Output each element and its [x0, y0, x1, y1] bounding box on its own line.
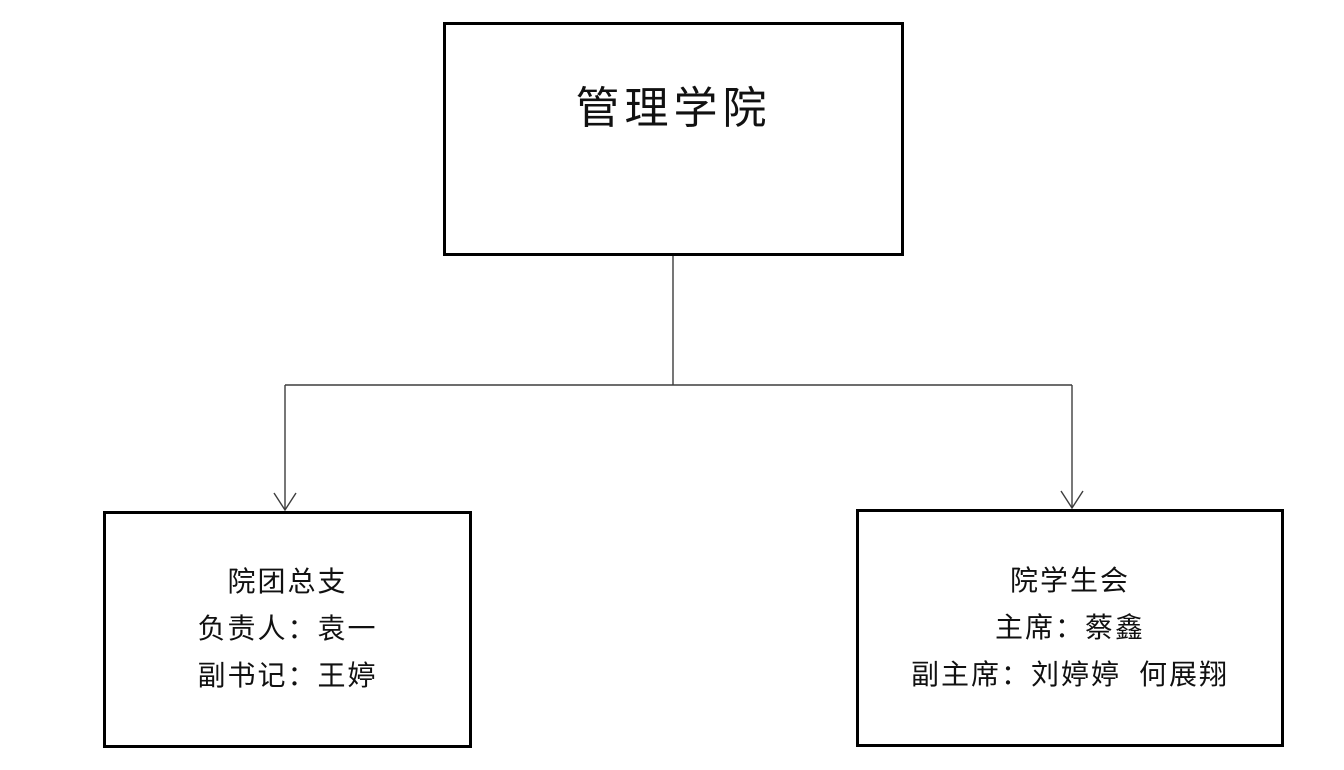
node-league-general-branch-leader: 负责人：袁一: [197, 614, 378, 645]
node-league-general-branch: 院团总支 负责人：袁一 副书记：王婷: [103, 511, 472, 748]
arrowhead-right-icon: [1060, 490, 1084, 510]
node-management-college: 管理学院: [443, 22, 904, 256]
node-student-union-chairman: 主席：蔡鑫: [994, 612, 1145, 644]
node-student-union: 院学生会 主席：蔡鑫 副主席：刘婷婷 何展翔: [856, 509, 1284, 747]
arrowhead-left-icon: [273, 492, 297, 512]
node-management-college-title: 管理学院: [575, 84, 772, 133]
node-student-union-vice-chairmen: 副主席：刘婷婷 何展翔: [910, 659, 1229, 691]
node-league-general-branch-title: 院团总支: [227, 567, 348, 598]
node-league-general-branch-deputy: 副书记：王婷: [197, 661, 378, 692]
node-student-union-title: 院学生会: [1009, 565, 1130, 597]
